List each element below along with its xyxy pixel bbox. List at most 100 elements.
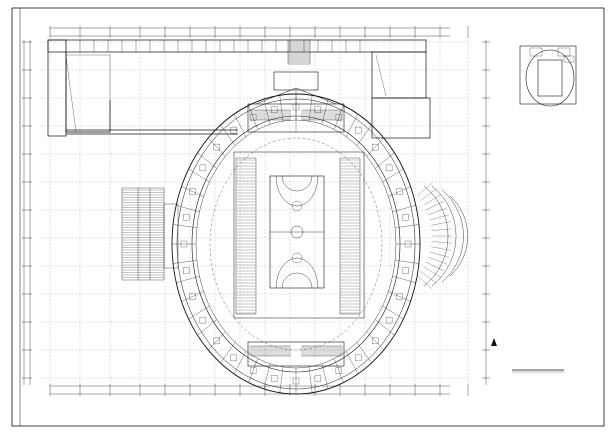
radial-column-line [395,260,419,264]
ramp-step [430,246,451,251]
radial-column-line [388,291,411,302]
corridor-room [314,106,322,113]
corridor-room [213,143,220,151]
radial-column-line [176,205,200,213]
radial-column-line [188,168,210,183]
radial-column-line [197,152,217,169]
west-stair-structure [121,187,179,281]
corridor-room [404,240,412,248]
radial-column-line [173,224,197,228]
corridor-room [335,367,343,374]
radial-column-line [279,95,284,122]
radial-column-line [356,124,372,146]
corridor-room [270,106,278,113]
radial-column-line [392,275,416,283]
radial-column-line [382,305,404,320]
ramp-step [431,241,452,244]
east-seating-block [339,157,361,315]
radial-column-line [248,105,258,130]
corridor-room [372,143,379,151]
corridor-room [372,337,379,345]
corridor-room [402,267,409,274]
ramp-step [425,261,445,271]
radial-column-line [375,152,395,169]
north-arrow-icon [491,338,497,346]
radial-column-line [366,137,384,157]
seating-rows [236,159,360,314]
radial-column-line [197,319,217,336]
corridor-room [183,214,190,221]
north-wing [47,39,431,139]
competition-floor [233,151,365,319]
column-grid [40,40,470,386]
radial-column-line [308,95,313,122]
corridor-room [335,114,343,121]
ramp-step [429,251,450,258]
radial-column-line [208,331,226,351]
radial-column-line [392,205,416,213]
ramp-step [417,275,433,289]
ramp-step [417,183,433,197]
north-entrance-hatching [251,110,341,120]
arena-radial-columns [172,94,420,394]
radial-column-line [263,363,271,389]
radial-column-line [366,331,384,351]
corridor-room [396,188,403,195]
radial-column-line [334,105,344,130]
radial-column-line [220,124,236,146]
radial-column-line [233,351,247,374]
west-seating-block [235,157,257,315]
ramp-step [429,214,450,221]
corridor-room [292,377,300,385]
corridor-room [396,293,403,300]
corridor-room [355,354,362,362]
radial-column-line [375,319,395,336]
south-entrance-block [247,341,345,367]
corridor-room [230,354,237,362]
sheet-frame [11,7,605,427]
radial-column-line [395,224,419,228]
radial-column-line [345,351,359,374]
radial-column-line [321,363,329,389]
corridor-room [355,126,362,134]
scale-bar [512,369,564,373]
ramp-step [431,228,452,231]
east-ramp-structure [423,185,468,287]
corridor-room [385,164,393,172]
radial-column-line [382,168,404,183]
corridor-room [249,367,257,374]
radial-column-line [334,358,344,383]
ramp-step [430,221,451,226]
corridor-room [385,316,393,324]
radial-column-line [173,260,197,264]
radial-column-line [220,342,236,364]
corridor-room [189,293,196,300]
corridor-room [230,126,237,134]
key-plan [519,45,577,107]
east-ramp-steps [417,183,452,289]
north-main-stair [287,39,311,65]
radial-column-line [188,305,210,320]
dimension-lines [23,27,487,395]
ring-corridor-rooms [180,103,412,385]
radial-column-line [176,275,200,283]
corridor-room [183,267,190,274]
corridor-room [314,375,322,382]
corridor-room [213,337,220,345]
radial-column-line [279,366,284,393]
ramp-step [420,188,437,201]
corridor-room [249,114,257,121]
corridor-room [180,240,188,248]
radial-column-line [181,291,204,302]
radial-column-line [181,186,204,197]
ramp-step [428,207,447,216]
radial-column-line [208,137,226,157]
corridor-room [199,164,207,172]
west-stair-treads [122,189,164,278]
ramp-step [425,201,445,211]
radial-column-line [308,366,313,393]
radial-column-line [248,358,258,383]
ramp-step [428,256,447,265]
radial-column-line [356,342,372,364]
radial-column-line [345,114,359,137]
